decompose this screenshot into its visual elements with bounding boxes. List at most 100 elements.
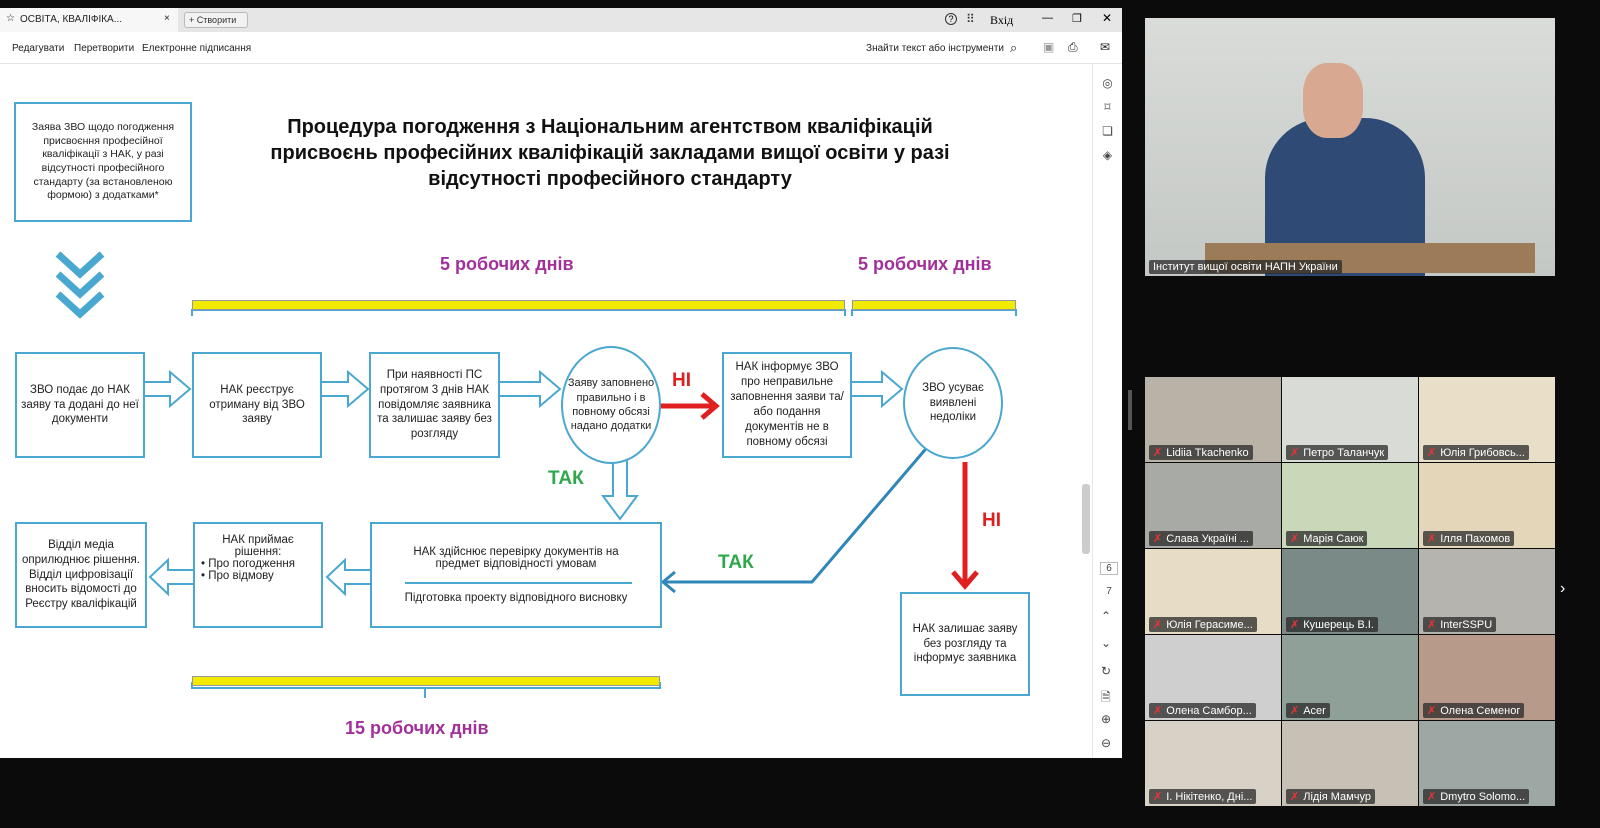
page-title: Процедура погодження з Національним аген… [270, 116, 950, 190]
participant-tile[interactable]: ✗Dmytro Solomo... [1419, 721, 1555, 806]
participant-name: ✗Lidiia Tkachenko [1149, 445, 1253, 460]
step-submit: ЗВО подає до НАК заяву та додані до неї … [15, 352, 145, 458]
panel-scroll[interactable] [1128, 390, 1132, 430]
chevron-down-icons [55, 251, 105, 319]
participant-name: ✗Ілля Пахомов [1423, 531, 1515, 546]
participant-tile[interactable]: ✗Acer [1282, 635, 1418, 720]
step-reject: НАК залишає заяву без розгляду та інформ… [900, 592, 1030, 696]
page-current[interactable]: 6 [1100, 562, 1118, 575]
file-icon[interactable]: 🗎 [1101, 690, 1111, 704]
participant-tile[interactable]: ✗InterSSPU [1419, 549, 1555, 634]
participant-tile[interactable]: ✗Ілля Пахомов [1419, 463, 1555, 548]
no-label: НІ [982, 510, 1001, 531]
search-tools[interactable]: Знайти текст або інструменти [866, 43, 1004, 54]
participant-name: ✗Олена Самбор... [1149, 703, 1256, 718]
participant-name: ✗Юлія Грибовсь... [1423, 445, 1529, 460]
mic-muted-icon: ✗ [1153, 447, 1163, 459]
timeline-bar [192, 300, 845, 310]
convert-menu[interactable]: Перетворити [74, 43, 135, 54]
restore-button[interactable]: ❐ [1072, 13, 1082, 25]
participant-name: ✗І. Нікітенко, Дні... [1149, 789, 1257, 804]
participant-name: ✗Лідія Мамчур [1286, 789, 1375, 804]
hollow-arrow [601, 459, 639, 521]
mic-muted-icon: ✗ [1153, 705, 1163, 717]
timeline-bar [852, 300, 1016, 310]
timeline-bar [192, 676, 660, 686]
participant-name: ✗Кушерець В.І. [1286, 617, 1378, 632]
hollow-arrow [500, 369, 562, 409]
mic-muted-icon: ✗ [1427, 791, 1437, 803]
participant-tile[interactable]: ✗Юлія Грибовсь... [1419, 377, 1555, 462]
participant-tile[interactable]: ✗Юлія Герасиме... [1145, 549, 1281, 634]
yes-label: ТАК [548, 468, 584, 489]
save-icon[interactable]: ▣ [1043, 40, 1055, 54]
speaker-video[interactable]: Інститут вищої освіти НАПН України [1145, 18, 1555, 276]
mic-muted-icon: ✗ [1290, 791, 1300, 803]
participant-tile[interactable]: ✗Марія Саюк [1282, 463, 1418, 548]
days-label: 5 робочих днів [440, 254, 574, 274]
esign-menu[interactable]: Електронне підписання [142, 43, 252, 54]
toolbar: Редагувати Перетворити Електронне підпис… [0, 32, 1122, 64]
apps-icon[interactable]: ⠿ [966, 12, 975, 26]
hollow-arrow [148, 557, 193, 597]
participant-tile[interactable]: ✗Олена Самбор... [1145, 635, 1281, 720]
close-tab-icon[interactable]: × [164, 13, 170, 24]
close-window-button[interactable]: ✕ [1102, 11, 1113, 25]
participant-tile[interactable]: ✗Петро Таланчук [1282, 377, 1418, 462]
participant-name: ✗Юлія Герасиме... [1149, 617, 1257, 632]
zoom-out-icon[interactable]: ⊖ [1101, 736, 1112, 750]
mic-muted-icon: ✗ [1427, 447, 1437, 459]
participant-name: ✗Петро Таланчук [1286, 445, 1389, 460]
minimize-button[interactable]: — [1042, 12, 1053, 24]
tab-document[interactable]: ☆ ОСВІТА, КВАЛІФІКА... × [0, 8, 178, 32]
page-next[interactable]: 7 [1106, 586, 1112, 597]
days-label: 15 робочих днів [345, 718, 489, 738]
search-icon[interactable]: ⌕ [1010, 40, 1018, 55]
hollow-arrow [322, 369, 370, 409]
edit-menu[interactable]: Редагувати [12, 43, 65, 54]
chevron-down-icon[interactable]: ⌄ [1101, 636, 1112, 650]
days-label: 5 робочих днів [858, 254, 992, 274]
participant-tile[interactable]: ✗І. Нікітенко, Дні... [1145, 721, 1281, 806]
yes-label: ТАК [718, 552, 754, 573]
help-icon[interactable]: ? [945, 13, 957, 25]
hollow-arrow [145, 369, 192, 409]
chevron-up-icon[interactable]: ⌃ [1101, 609, 1112, 623]
decision-check: Заяву заповнено правильно і в повному об… [561, 346, 661, 464]
comment-icon[interactable]: ◎ [1102, 76, 1113, 90]
participant-name: ✗Acer [1286, 703, 1330, 718]
participant-tile[interactable]: ✗Слава Україні ... [1145, 463, 1281, 548]
no-label: НІ [672, 370, 691, 391]
star-icon[interactable]: ☆ [6, 13, 15, 24]
login-button[interactable]: Вхід [990, 13, 1014, 27]
document-page: Заява ЗВО щодо погодження присвоєння про… [0, 64, 1092, 758]
step-register: НАК реєструє отриману від ЗВО заяву [192, 352, 322, 458]
rotate-icon[interactable]: ↻ [1101, 664, 1112, 678]
mic-muted-icon: ✗ [1290, 619, 1300, 631]
step-verify: НАК здійснює перевірку документів на пре… [370, 522, 662, 628]
step-publish: Відділ медіа оприлюднює рішення. Відділ … [15, 522, 147, 628]
hollow-arrow [852, 369, 904, 409]
blue-return-arrow [660, 443, 932, 594]
pages-icon[interactable]: ❏ [1102, 124, 1113, 138]
participant-tile[interactable]: ✗Lidiia Tkachenko [1145, 377, 1281, 462]
scrollbar-thumb[interactable] [1082, 484, 1090, 554]
participant-tile[interactable]: ✗Лідія Мамчур [1282, 721, 1418, 806]
zoom-in-icon[interactable]: ⊕ [1101, 712, 1112, 726]
new-tab-button[interactable]: + Створити [184, 12, 248, 28]
print-icon[interactable]: ⎙ [1068, 40, 1078, 54]
layers-icon[interactable]: ◈ [1102, 148, 1113, 162]
bookmark-icon[interactable]: ⌑ [1104, 100, 1111, 114]
mail-icon[interactable]: ✉ [1100, 40, 1111, 54]
participant-name: ✗Олена Семеног [1423, 703, 1525, 718]
chevron-right-icon[interactable]: › [1560, 580, 1566, 597]
mic-muted-icon: ✗ [1153, 791, 1163, 803]
mic-muted-icon: ✗ [1427, 533, 1437, 545]
participant-tile[interactable]: ✗Олена Семеног [1419, 635, 1555, 720]
speaker-label: Інститут вищої освіти НАПН України [1149, 260, 1342, 274]
participant-tile[interactable]: ✗Кушерець В.І. [1282, 549, 1418, 634]
hollow-arrow [325, 557, 370, 597]
step-fix: ЗВО усуває виявлені недоліки [903, 347, 1003, 459]
participant-name: ✗Слава Україні ... [1149, 531, 1253, 546]
mic-muted-icon: ✗ [1290, 447, 1300, 459]
